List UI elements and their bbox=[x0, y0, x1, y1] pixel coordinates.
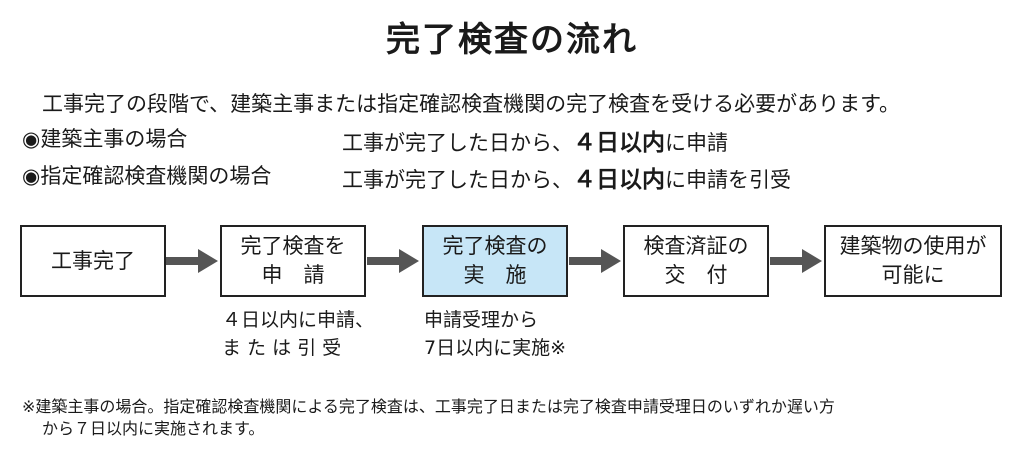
condition-row-building-official: ◉建築主事の場合 工事が完了した日から、４日以内に申請 bbox=[22, 123, 1022, 156]
arrow-right-icon bbox=[166, 249, 218, 273]
arrow-right-icon bbox=[367, 249, 419, 273]
flow-step-construction-complete: 工事完了 bbox=[20, 225, 166, 297]
arrow-right-icon bbox=[770, 249, 822, 273]
condition-row-designated-agency: ◉指定確認検査機関の場合 工事が完了した日から、４日以内に申請を引受 bbox=[22, 160, 1022, 193]
deadline-emphasis: ４日以内 bbox=[573, 167, 665, 193]
footnote: ※建築主事の場合。指定確認検査機関による完了検査は、工事完了日または完了検査申請… bbox=[22, 397, 835, 438]
flow-step-conduct-inspection: 完了検査の 実 施 bbox=[422, 225, 568, 297]
condition-label: ◉指定確認検査機関の場合 bbox=[22, 164, 272, 188]
deadline-emphasis: ４日以内 bbox=[573, 130, 665, 156]
page-title: 完了検査の流れ bbox=[386, 20, 638, 60]
condition-label: ◉建築主事の場合 bbox=[22, 127, 188, 151]
condition-rule: 工事が完了した日から、４日以内に申請を引受 bbox=[342, 167, 791, 193]
flow-step-building-usable: 建築物の使用が 可能に bbox=[824, 225, 1002, 297]
intro-text: 工事完了の段階で、建築主事または指定確認検査機関の完了検査を受ける必要があります… bbox=[42, 92, 901, 116]
flow-step-issue-certificate: 検査済証の 交 付 bbox=[623, 225, 769, 297]
condition-rule: 工事が完了した日から、４日以内に申請 bbox=[342, 130, 728, 156]
arrow-right-icon bbox=[569, 249, 621, 273]
note-apply-deadline: ４日以内に申請、 ま た は 引 受 bbox=[222, 309, 375, 359]
note-inspection-deadline: 申請受理から 7日以内に実施※ bbox=[424, 309, 567, 359]
flow-step-apply-inspection: 完了検査を 申 請 bbox=[220, 225, 366, 297]
